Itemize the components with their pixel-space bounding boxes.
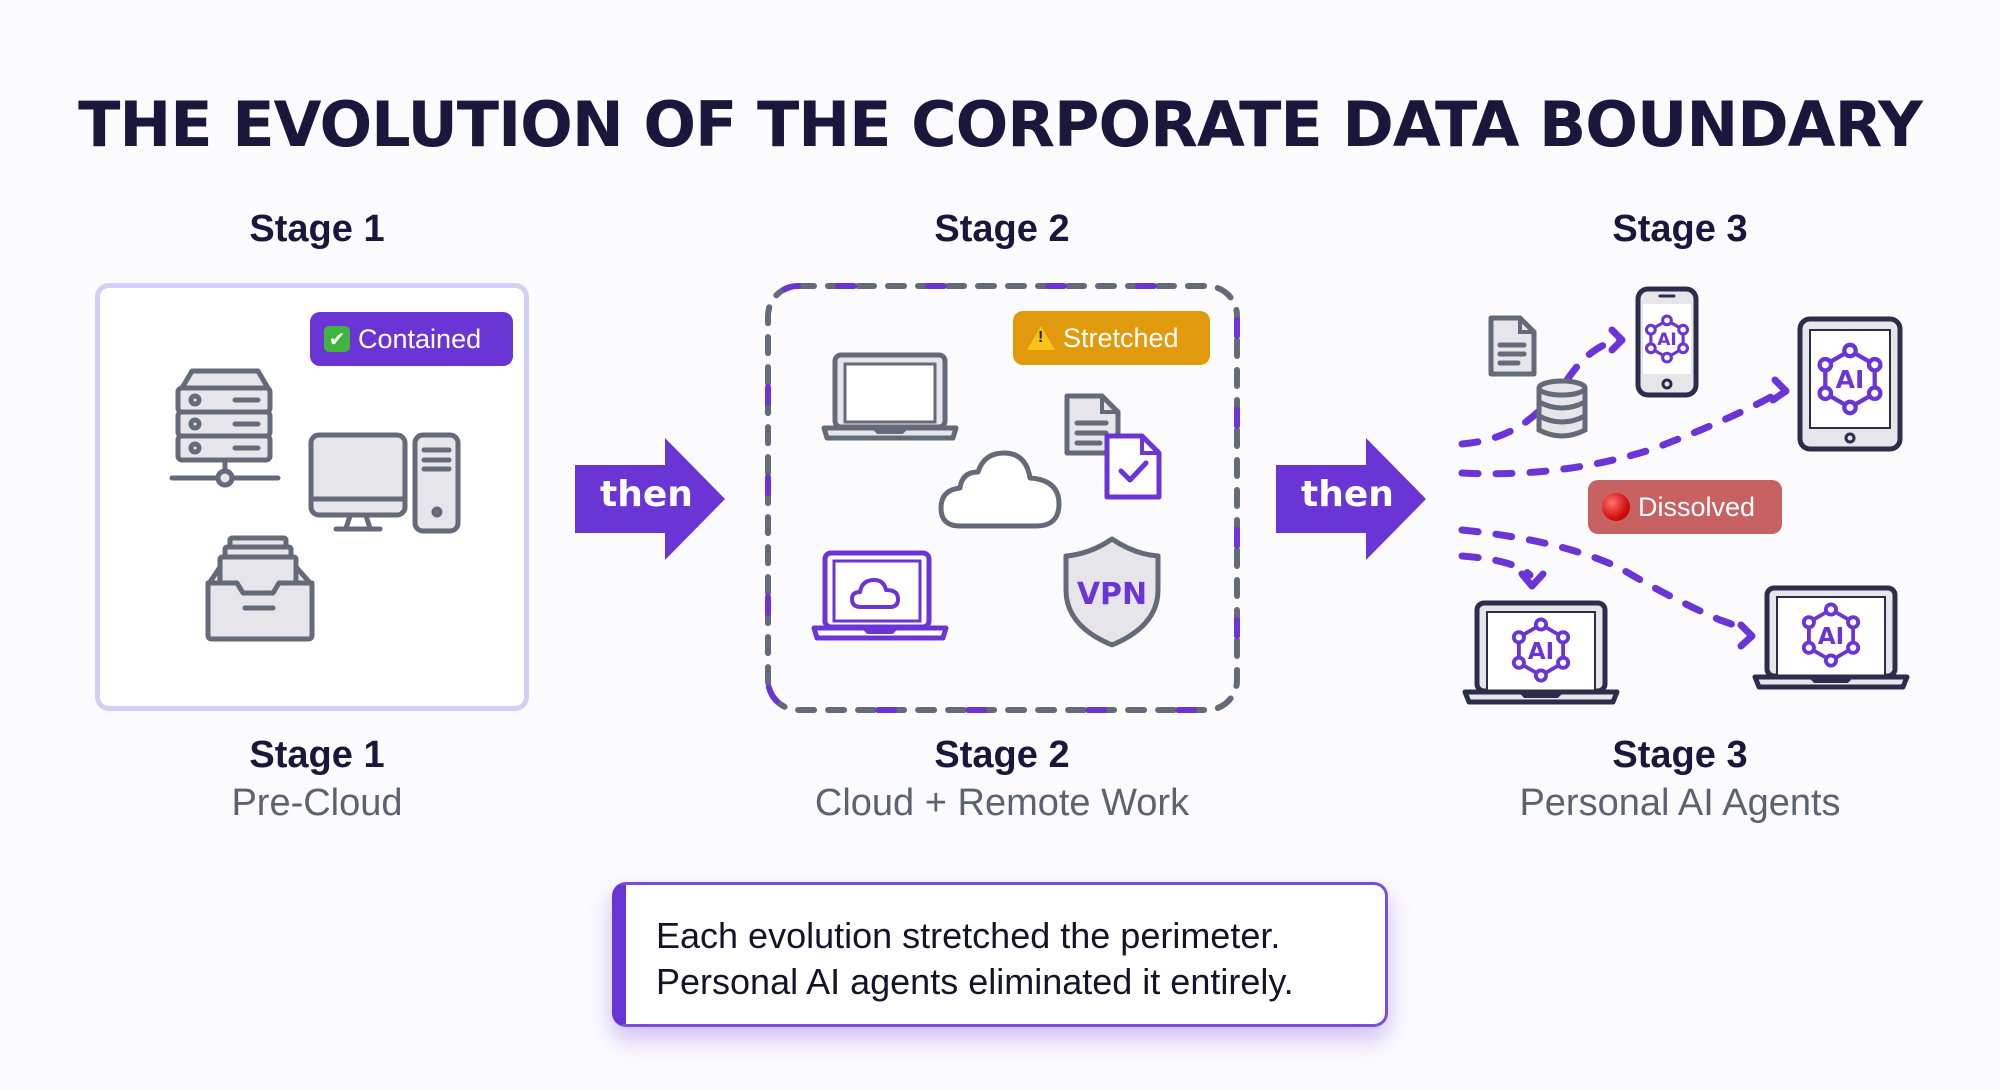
arrowhead-phone <box>1608 326 1626 354</box>
then-arrow-1-label: then <box>600 474 693 515</box>
desktop-computer-icon <box>308 432 461 534</box>
badge-label: Contained <box>358 323 482 354</box>
stage-3-title: Stage 3 <box>1612 734 1748 776</box>
stage-1-subtitle: Pre-Cloud <box>231 782 403 824</box>
ai-text: AI <box>1836 365 1865 394</box>
stretched-badge: ! Stretched <box>1013 311 1210 365</box>
ai-text: AI <box>1528 639 1554 665</box>
summary-line-2: Personal AI agents eliminated it entirel… <box>656 961 1294 1002</box>
arrowhead-laptop-right <box>1737 621 1756 650</box>
file-drawer-icon <box>205 535 315 642</box>
server-rack-icon <box>169 368 281 488</box>
arrowhead-laptop-left <box>1518 570 1547 590</box>
badge-label: Stretched <box>1063 322 1179 353</box>
check-mark-button-icon: ✔ <box>324 326 350 352</box>
stage-3-subtitle: Personal AI Agents <box>1519 782 1841 824</box>
summary-line-1: Each evolution stretched the perimeter. <box>656 915 1281 956</box>
ai-laptop-icon: AI <box>1752 585 1910 690</box>
ai-text: AI <box>1818 624 1844 650</box>
database-icon <box>1536 378 1588 439</box>
laptop-icon <box>821 352 959 441</box>
badge-label: Dissolved <box>1638 491 1756 522</box>
stage-2-heading: Stage 2 <box>934 208 1070 250</box>
warning-icon: ! <box>1027 326 1055 350</box>
ai-phone-icon: AI <box>1635 286 1699 398</box>
cloud-laptop-icon <box>811 550 949 641</box>
ai-text: AI <box>1657 330 1676 350</box>
stage-2-subtitle: Cloud + Remote Work <box>814 782 1190 824</box>
ai-tablet-icon: AI <box>1797 316 1903 452</box>
vpn-text: VPN <box>1077 577 1147 612</box>
then-arrow-2 <box>1276 438 1426 560</box>
stage-1-heading: Stage 1 <box>249 208 385 250</box>
ai-laptop-icon: AI <box>1462 600 1620 705</box>
dissolved-badge: Dissolved <box>1588 480 1782 534</box>
summary-callout: Each evolution stretched the perimeter. … <box>612 882 1388 1027</box>
page-title: THE EVOLUTION OF THE CORPORATE DATA BOUN… <box>78 88 1923 161</box>
stage-2-title: Stage 2 <box>934 734 1070 776</box>
stage-2-dashed-boundary <box>765 283 1240 713</box>
vpn-shield-icon: VPN <box>1063 536 1161 648</box>
contained-badge: ✔ Contained <box>310 312 513 366</box>
red-circle-icon <box>1602 493 1630 521</box>
cloud-icon <box>938 450 1062 529</box>
arrowhead-tablet <box>1769 376 1790 404</box>
shared-documents-icon <box>1064 393 1162 500</box>
then-arrow-1 <box>575 438 725 560</box>
then-arrow-2-label: then <box>1301 474 1394 515</box>
stage-3-heading: Stage 3 <box>1612 208 1748 250</box>
document-icon <box>1488 315 1537 377</box>
stage-1-title: Stage 1 <box>249 734 385 776</box>
